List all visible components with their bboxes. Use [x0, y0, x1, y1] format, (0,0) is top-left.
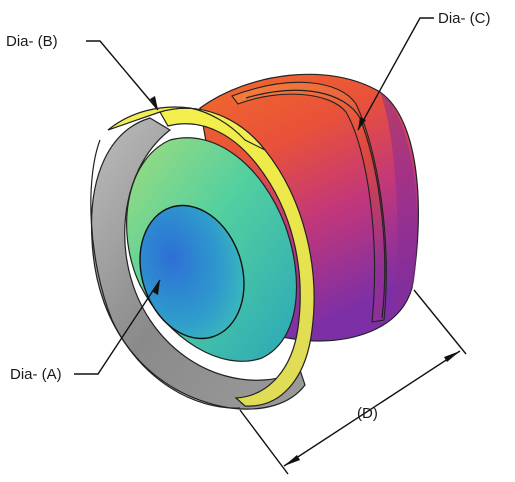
dimension-line-d: [283, 350, 461, 467]
arrow-dia-b: [150, 96, 158, 110]
label-dia-a: Dia- (A): [10, 366, 62, 383]
dim-arrow-left: [284, 455, 300, 466]
leader-dia-c: [357, 17, 434, 131]
flange-outer-edge: [90, 139, 241, 409]
arrow-dia-c: [358, 117, 366, 130]
inner-bore: [139, 204, 245, 340]
label-dia-b: Dia- (B): [6, 33, 58, 50]
extension-line-left: [239, 409, 289, 475]
dim-arrow-right: [444, 351, 460, 362]
flange-face: [159, 107, 315, 407]
extension-line-right: [413, 289, 467, 355]
body-end-cap: [380, 92, 418, 316]
leader-dia-b: [86, 40, 159, 111]
label-length-d: (D): [357, 405, 378, 422]
leader-dia-a: [74, 279, 161, 375]
label-dia-c: Dia- (C): [438, 10, 491, 27]
arrow-dia-a: [153, 280, 160, 295]
groove-band-front: [231, 81, 387, 323]
flange-top-edge: [107, 106, 266, 151]
